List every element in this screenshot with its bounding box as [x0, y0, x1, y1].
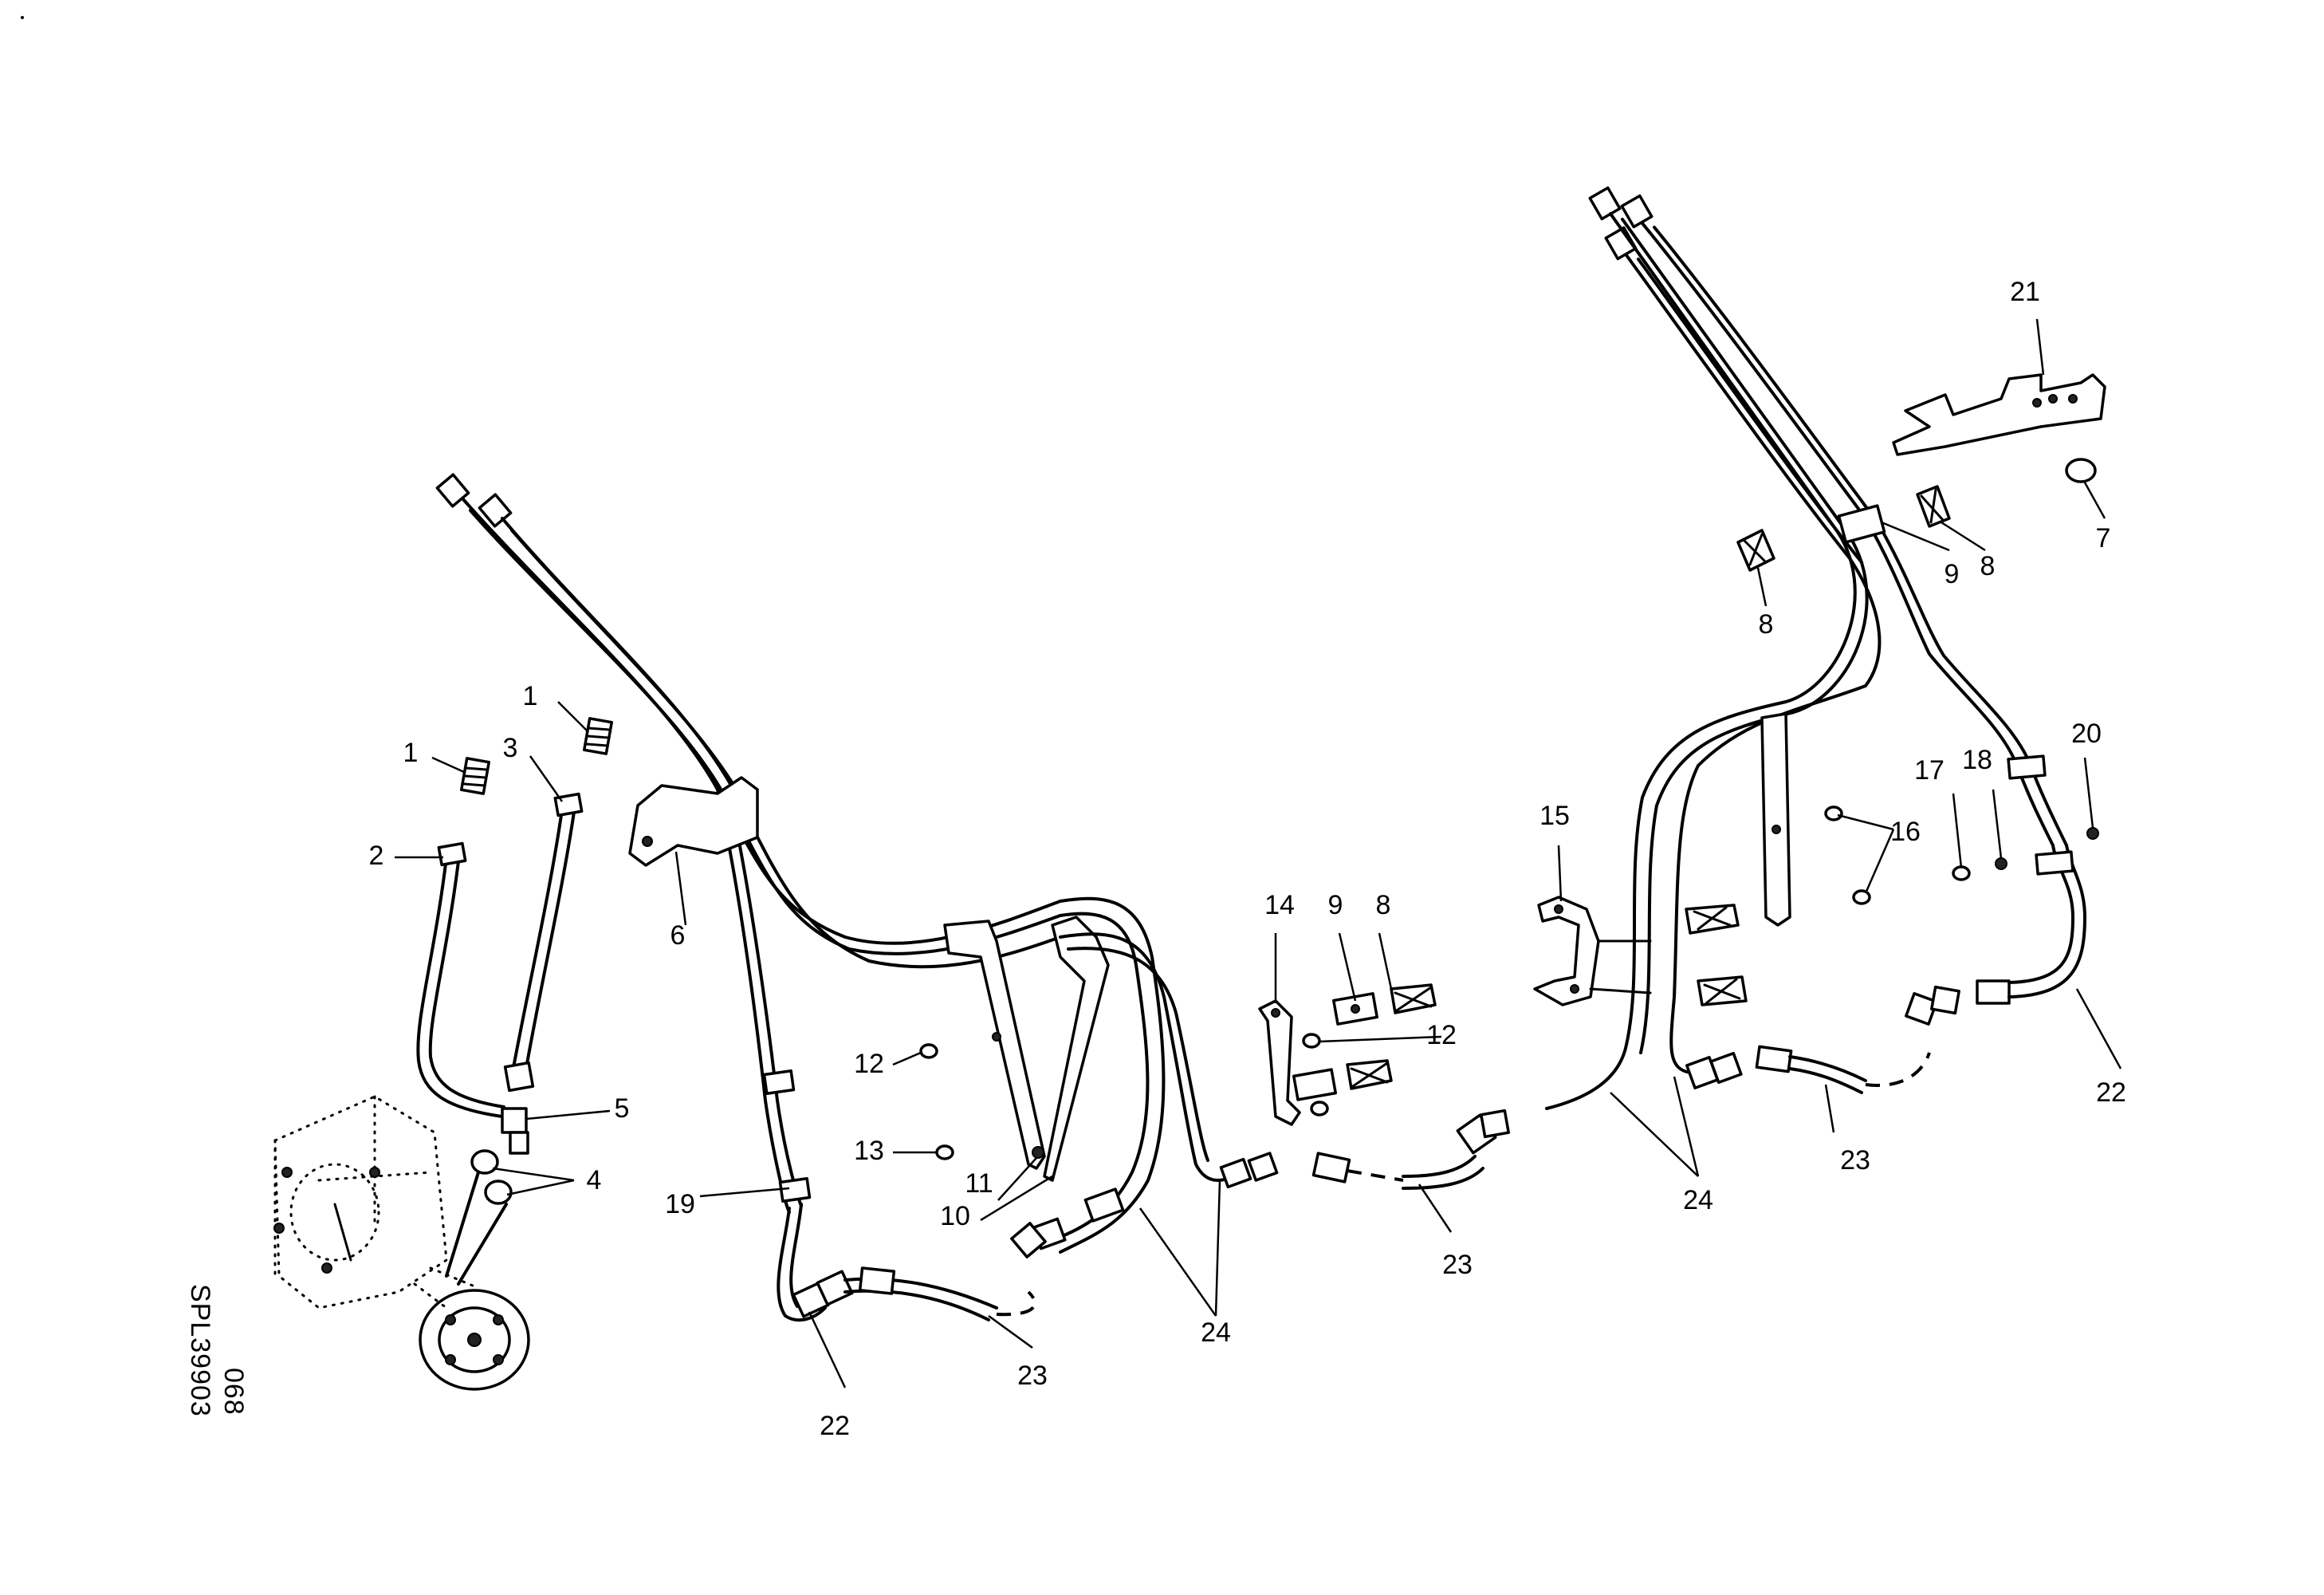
hose-3 — [503, 792, 584, 1093]
bracket-10 — [943, 916, 1110, 1182]
clamp-pair-mid-lower — [1292, 1059, 1393, 1101]
callout-13: 13 — [854, 1136, 884, 1166]
callout-5: 5 — [615, 1093, 630, 1124]
callout-9-right: 9 — [1945, 559, 1960, 589]
nut-20 — [2086, 827, 2099, 840]
callout-20: 20 — [2071, 719, 2102, 749]
clamp-8-right-left — [1736, 529, 1775, 572]
callout-22-left: 22 — [820, 1411, 850, 1441]
fitting-1-left — [459, 757, 491, 795]
screw-13 — [935, 1144, 954, 1160]
callout-12-left: 12 — [854, 1049, 884, 1079]
callout-8-right-right: 8 — [1980, 551, 1996, 581]
left-hose-bundle — [435, 473, 1062, 1214]
callout-22-right: 22 — [2096, 1077, 2126, 1108]
screw-14-low — [1310, 1101, 1329, 1116]
hose-22-right — [1905, 844, 2086, 1026]
callout-23-left: 23 — [1017, 1361, 1048, 1391]
callout-12-mid: 12 — [1426, 1020, 1457, 1050]
hose-23-mid — [1311, 1109, 1510, 1190]
screw-17 — [1952, 865, 1971, 881]
corner-mark — [21, 16, 24, 19]
clamp-9-mid — [1332, 992, 1378, 1026]
callout-10: 10 — [940, 1201, 970, 1231]
callout-19: 19 — [665, 1189, 695, 1219]
screw-12-left — [919, 1043, 938, 1059]
callout-14: 14 — [1264, 890, 1295, 920]
callout-16: 16 — [1890, 817, 1921, 847]
callout-15: 15 — [1540, 801, 1570, 831]
sheet-number: 068 — [218, 1368, 249, 1416]
callout-17: 17 — [1914, 755, 1945, 786]
clamp-15-lower — [1697, 975, 1748, 1006]
callout-3: 3 — [503, 733, 518, 763]
callout-23-right: 23 — [1840, 1145, 1870, 1176]
hose-23-left — [843, 1266, 1036, 1321]
callout-24-right: 24 — [1683, 1185, 1713, 1215]
bolt-7 — [2065, 458, 2097, 483]
callout-23-mid: 23 — [1442, 1250, 1473, 1280]
callout-9-mid: 9 — [1328, 890, 1343, 920]
callout-4: 4 — [587, 1165, 602, 1195]
diagram-ref-code: SPL39903 — [185, 1284, 215, 1417]
callout-8-mid: 8 — [1376, 890, 1391, 920]
hose-20-right — [2007, 754, 2074, 876]
clamp-8-right-right — [1916, 485, 1951, 528]
hose-22-left — [777, 1203, 854, 1322]
bracket-14 — [1258, 999, 1301, 1126]
screw-12-mid — [1302, 1033, 1321, 1049]
drawing-reference: SPL39903 068 — [185, 1284, 249, 1417]
callout-8-right-left: 8 — [1759, 609, 1774, 640]
callout-24-left: 24 — [1201, 1317, 1231, 1348]
bracket-15 — [1533, 896, 1652, 1006]
nut-18 — [1995, 857, 2007, 870]
callout-labels: 1 1 2 3 4 5 6 7 8 8 8 9 9 10 11 12 12 13… — [369, 277, 2126, 1441]
callout-7: 7 — [2096, 523, 2111, 553]
elbow-5 — [501, 1107, 529, 1155]
bracket-21 — [1892, 373, 2106, 456]
clamp-19 — [762, 1069, 812, 1203]
adapter-4 — [445, 1149, 513, 1286]
callout-1-left: 1 — [403, 738, 419, 768]
steering-unit — [273, 1095, 530, 1391]
bracket-6 — [628, 776, 759, 867]
callout-21: 21 — [2010, 277, 2040, 307]
right-hose-bundle — [1545, 186, 2031, 1110]
callout-6: 6 — [670, 920, 686, 951]
callout-11: 11 — [965, 1168, 993, 1199]
hose-2 — [416, 841, 505, 1118]
clamp-9-right — [1837, 504, 1886, 544]
bracket-16 — [1760, 712, 1871, 927]
hose-24-left — [1010, 896, 1279, 1258]
callout-18: 18 — [1962, 745, 1992, 775]
callout-1-right: 1 — [523, 681, 538, 711]
clamp-8-mid — [1390, 983, 1437, 1014]
leader-lines — [395, 318, 2122, 1388]
callout-2: 2 — [369, 841, 384, 871]
fitting-1-right — [582, 717, 614, 755]
hose-23-right — [1685, 1045, 1931, 1094]
clamp-15-upper — [1685, 904, 1740, 935]
